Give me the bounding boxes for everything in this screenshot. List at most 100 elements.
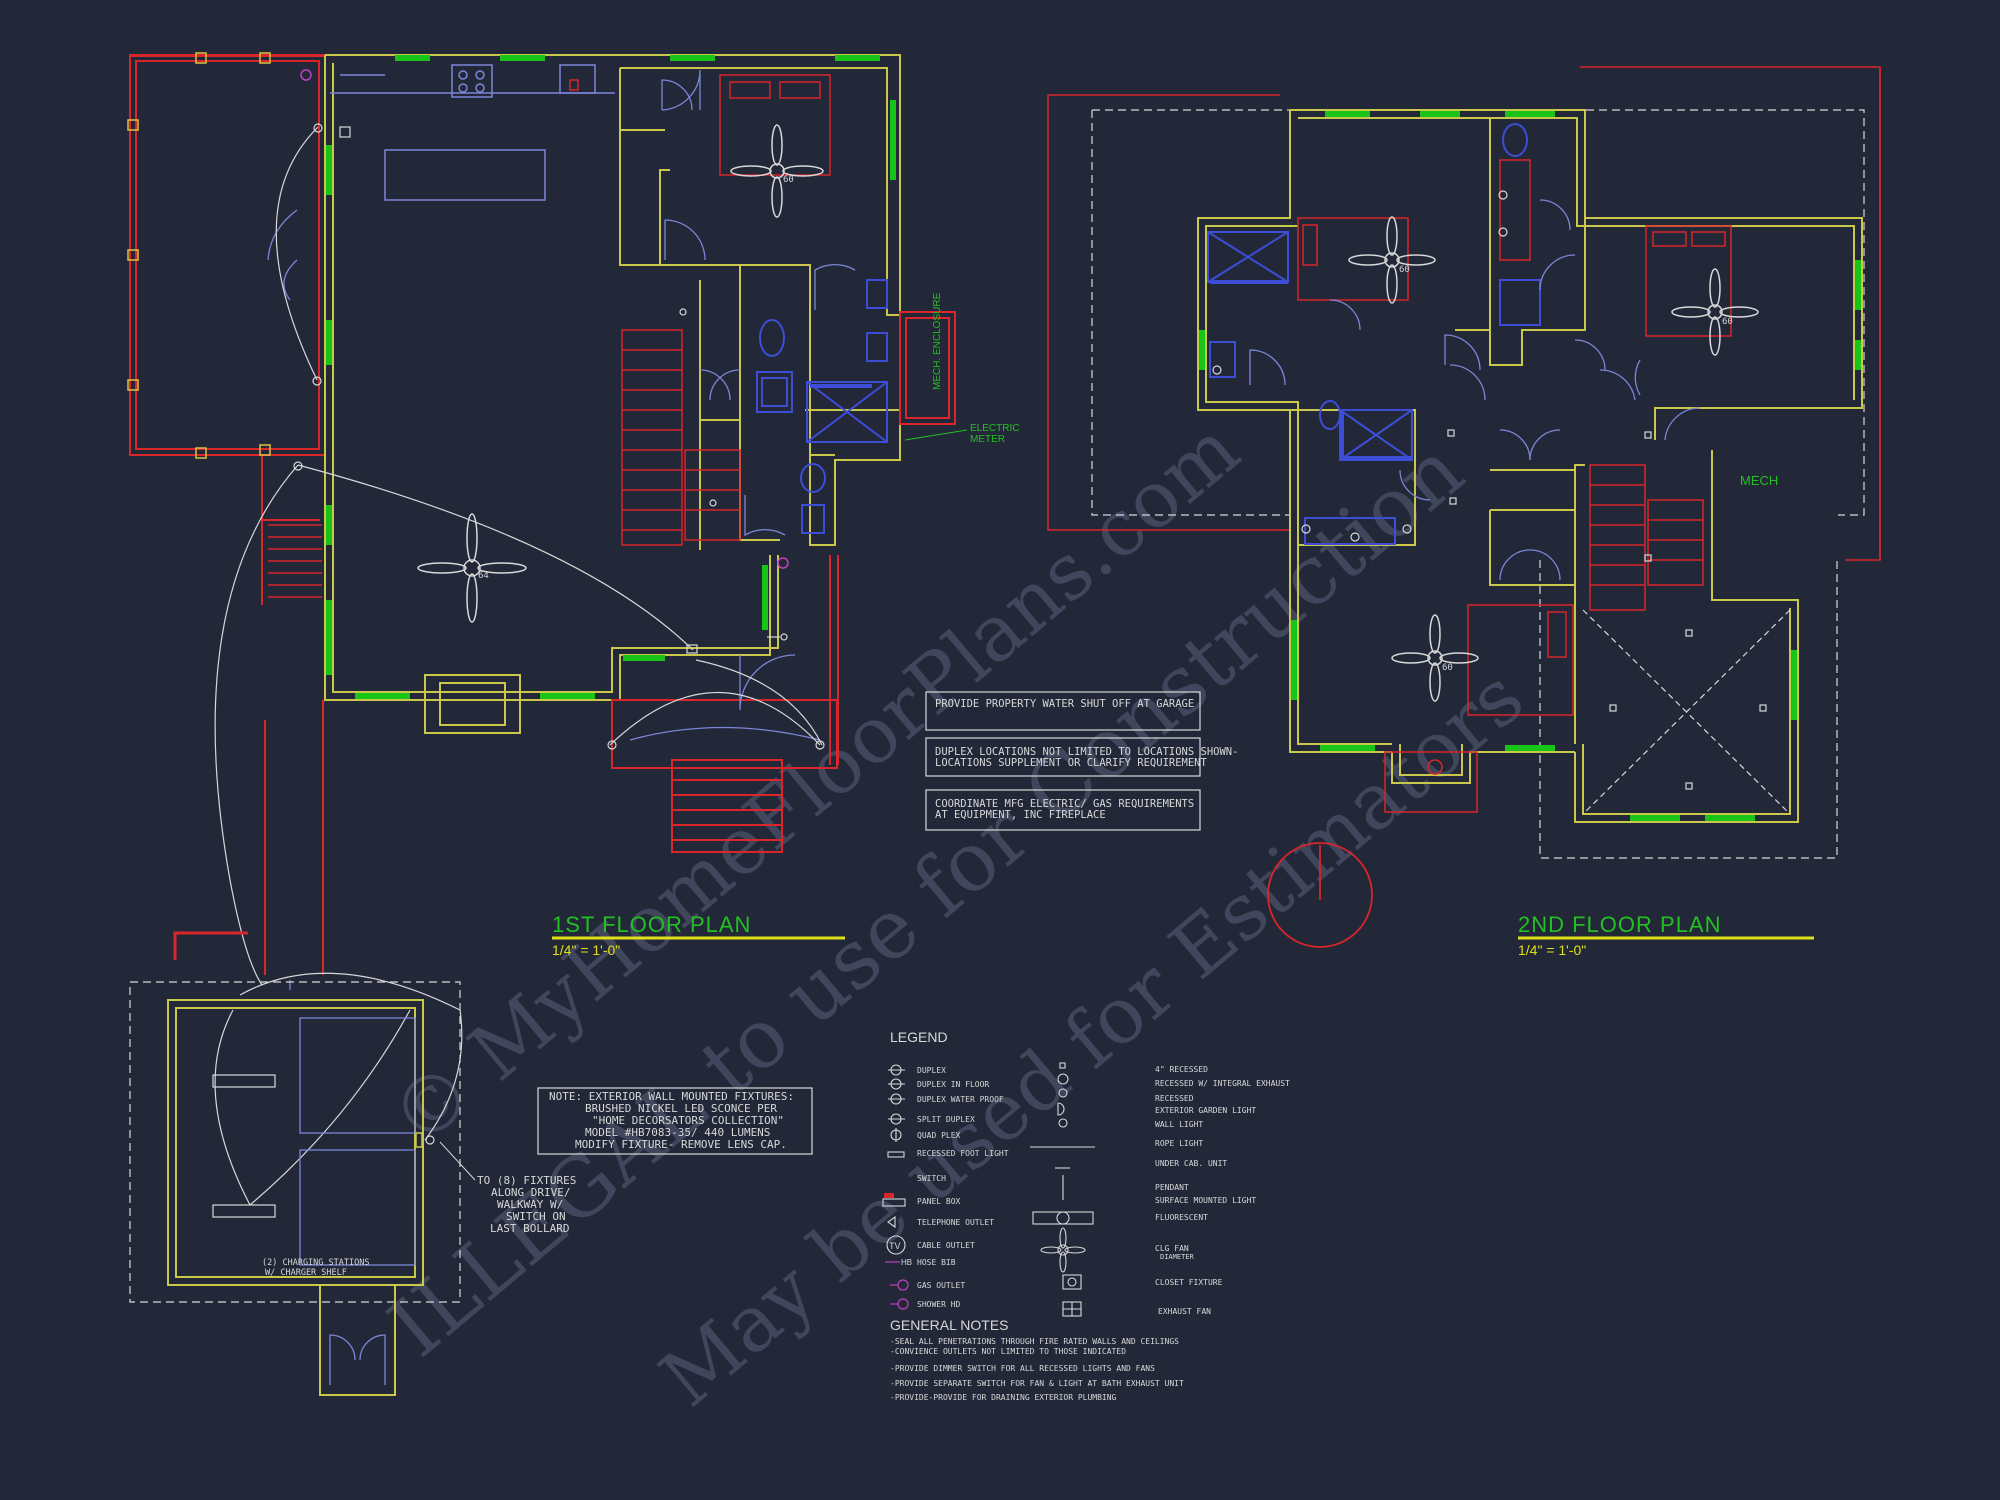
fan-label-bedroom-1: 60 — [783, 175, 794, 185]
legend-item-wall-light: WALL LIGHT — [1155, 1120, 1203, 1129]
second-floor-walls — [1197, 109, 1863, 823]
entry-porch — [264, 555, 839, 975]
closet-fixture-symbol-icon — [1062, 1274, 1082, 1290]
first-floor-wiring — [214, 123, 825, 1206]
fan-bedroom-1 — [730, 124, 824, 218]
note-duplex-line-1: DUPLEX LOCATIONS NOT LIMITED TO LOCATION… — [935, 746, 1238, 758]
electric-meter-label-2: METER — [970, 434, 1005, 445]
cooktop — [451, 64, 493, 98]
second-floor-title: 2ND FLOOR PLAN — [1518, 912, 1722, 937]
note-fixtures-line-4: SWITCH ON — [506, 1210, 566, 1223]
recessed-foot-light-symbol-icon — [887, 1151, 905, 1158]
fan-bedroom-a — [1348, 216, 1436, 304]
kitchen-island — [384, 149, 546, 201]
fan-bedroom-c — [1391, 614, 1479, 702]
first-floor-plan: MECH. ENCLOSURE ELECTRIC METER — [127, 52, 1019, 1396]
first-floor-bath — [756, 279, 888, 534]
fixtures-leader — [439, 1141, 476, 1181]
note-duplex-line-2: LOCATIONS SUPPLEMENT OR CLARIFY REQUIREM… — [935, 757, 1208, 769]
open-to-below — [1582, 609, 1791, 815]
legend-right-column: 4" RECESSED RECESSED W/ INTEGRAL EXHAUST… — [1155, 1065, 1290, 1316]
note-fixtures-line-5: LAST BOLLARD — [490, 1222, 569, 1235]
garage — [129, 931, 461, 1396]
legend-item-shower-hd: SHOWER HD — [917, 1300, 961, 1309]
panel-box-red-marker — [884, 1193, 894, 1198]
second-floor-scale: 1/4" = 1'-0" — [1518, 942, 1586, 958]
second-floor-ceiling-fans — [1348, 216, 1759, 702]
legend: LEGEND DUPLEX DUPLEX IN FLOOR DUPLEX WAT… — [882, 1029, 1290, 1317]
first-floor-title: 1ST FLOOR PLAN — [552, 912, 751, 937]
legend-item-fluorescent: FLUORESCENT — [1155, 1213, 1208, 1222]
legend-item-exhaust-fan: EXHAUST FAN — [1158, 1307, 1211, 1316]
first-floor-stairs — [621, 329, 741, 546]
legend-item-duplex-water-proof: DUPLEX WATER PROOF — [917, 1095, 1004, 1104]
note-fixtures-line-2: ALONG DRIVE/ — [491, 1186, 570, 1199]
note-fixtures-line-3: WALKWAY W/ — [497, 1198, 563, 1211]
legend-magenta-symbols — [885, 1261, 909, 1310]
legend-item-diameter: DIAMETER — [1160, 1253, 1195, 1261]
legend-title: LEGEND — [890, 1029, 948, 1045]
general-note-5: -PROVIDE-PROVIDE FOR DRAINING EXTERIOR P… — [890, 1393, 1117, 1402]
general-note-3: -PROVIDE DIMMER SWITCH FOR ALL RECESSED … — [890, 1364, 1155, 1373]
legend-item-cable-outlet: CABLE OUTLET — [917, 1241, 975, 1250]
legend-item-exterior-garden-light: EXTERIOR GARDEN LIGHT — [1155, 1106, 1256, 1115]
general-notes-title: GENERAL NOTES — [890, 1317, 1009, 1333]
ceiling-fan-symbol-icon — [1057, 1244, 1069, 1256]
cable-outlet-symbol-icon — [886, 1235, 906, 1255]
note-fixtures-line-1: TO (8) FIXTURES — [477, 1174, 576, 1187]
kitchen — [330, 64, 615, 201]
recessed-exhaust-symbol-icon — [1057, 1073, 1069, 1085]
legend-item-4in-recessed: 4" RECESSED — [1155, 1065, 1208, 1074]
legend-left-column: DUPLEX DUPLEX IN FLOOR DUPLEX WATER PROO… — [917, 1066, 1009, 1309]
sink-marker — [569, 79, 579, 91]
note-coordinate-line-2: AT EQUIPMENT, INC FIREPLACE — [935, 809, 1106, 821]
porch-post-markers — [127, 52, 271, 459]
note-exterior-line-3: "HOME DECORSATORS COLLECTION" — [592, 1114, 784, 1127]
note-exterior-line-5: MODIFY FIXTURE- REMOVE LENS CAP. — [575, 1138, 787, 1151]
note-exterior-line-1: NOTE: EXTERIOR WALL MOUNTED FIXTURES: — [549, 1090, 794, 1103]
first-floor-scale: 1/4" = 1'-0" — [552, 942, 620, 958]
note-exterior-line-4: MODEL #HB7083-35/ 440 LUMENS — [585, 1126, 770, 1139]
legend-item-switch: SWITCH — [917, 1174, 946, 1183]
second-floor-roof-outlines — [1047, 66, 1881, 859]
legend-left-symbols — [882, 1064, 906, 1255]
fan-label-bedroom-b: 60 — [1722, 317, 1733, 327]
mech-enclosure — [899, 311, 956, 425]
fan-label-living: 64 — [478, 571, 489, 581]
legend-item-rope-light: ROPE LIGHT — [1155, 1139, 1203, 1148]
first-floor-bed — [719, 74, 831, 176]
tv-symbol-label: TV — [889, 1241, 901, 1251]
second-floor-recessed-lights — [1212, 190, 1767, 790]
first-floor-outlets — [339, 126, 788, 654]
second-floor-blue-bars — [1210, 280, 1412, 460]
mech-room-label: MECH — [1740, 473, 1778, 488]
legend-item-recessed-foot-light: RECESSED FOOT LIGHT — [917, 1149, 1009, 1158]
hb-symbol-label: HB — [901, 1258, 912, 1267]
first-floor-walls — [324, 54, 901, 734]
note-exterior-line-2: BRUSHED NICKEL LED SCONCE PER — [585, 1102, 777, 1115]
legend-item-quad-plex: QUAD PLEX — [917, 1131, 961, 1140]
legend-item-recessed: RECESSED — [1155, 1094, 1194, 1103]
note-charging-line-2: W/ CHARGER SHELF — [265, 1268, 347, 1278]
legend-item-recessed-integral-exhaust: RECESSED W/ INTEGRAL EXHAUST — [1155, 1079, 1290, 1088]
legend-item-telephone-outlet: TELEPHONE OUTLET — [917, 1218, 994, 1227]
fan-label-bedroom-a: 60 — [1399, 265, 1410, 275]
second-floor-baths — [1207, 123, 1541, 545]
fan-bedroom-b — [1671, 268, 1759, 356]
second-floor-plan: 60 60 60 MECH — [1047, 66, 1881, 958]
second-floor-beds — [1297, 159, 1732, 813]
electric-meter-label-1: ELECTRIC — [970, 423, 1019, 434]
general-note-2: -CONVIENCE OUTLETS NOT LIMITED TO THOSE … — [890, 1347, 1126, 1356]
fan-label-bedroom-c: 60 — [1442, 663, 1453, 673]
legend-item-duplex: DUPLEX — [917, 1066, 946, 1075]
note-coordinate-line-1: COORDINATE MFG ELECTRIC/ GAS REQUIREMENT… — [935, 798, 1194, 810]
porch-stairs — [268, 524, 322, 598]
panel-box-symbol-icon — [882, 1198, 906, 1207]
general-note-1: -SEAL ALL PENETRATIONS THROUGH FIRE RATE… — [890, 1337, 1179, 1346]
legend-item-pendant: PENDANT — [1155, 1183, 1189, 1192]
note-water-shutoff: PROVIDE PROPERTY WATER SHUT OFF AT GARAG… — [935, 698, 1194, 710]
first-floor-windows — [326, 55, 896, 699]
surface-light-symbol-icon — [1056, 1211, 1070, 1225]
first-floor-ceiling-fans — [417, 124, 824, 623]
